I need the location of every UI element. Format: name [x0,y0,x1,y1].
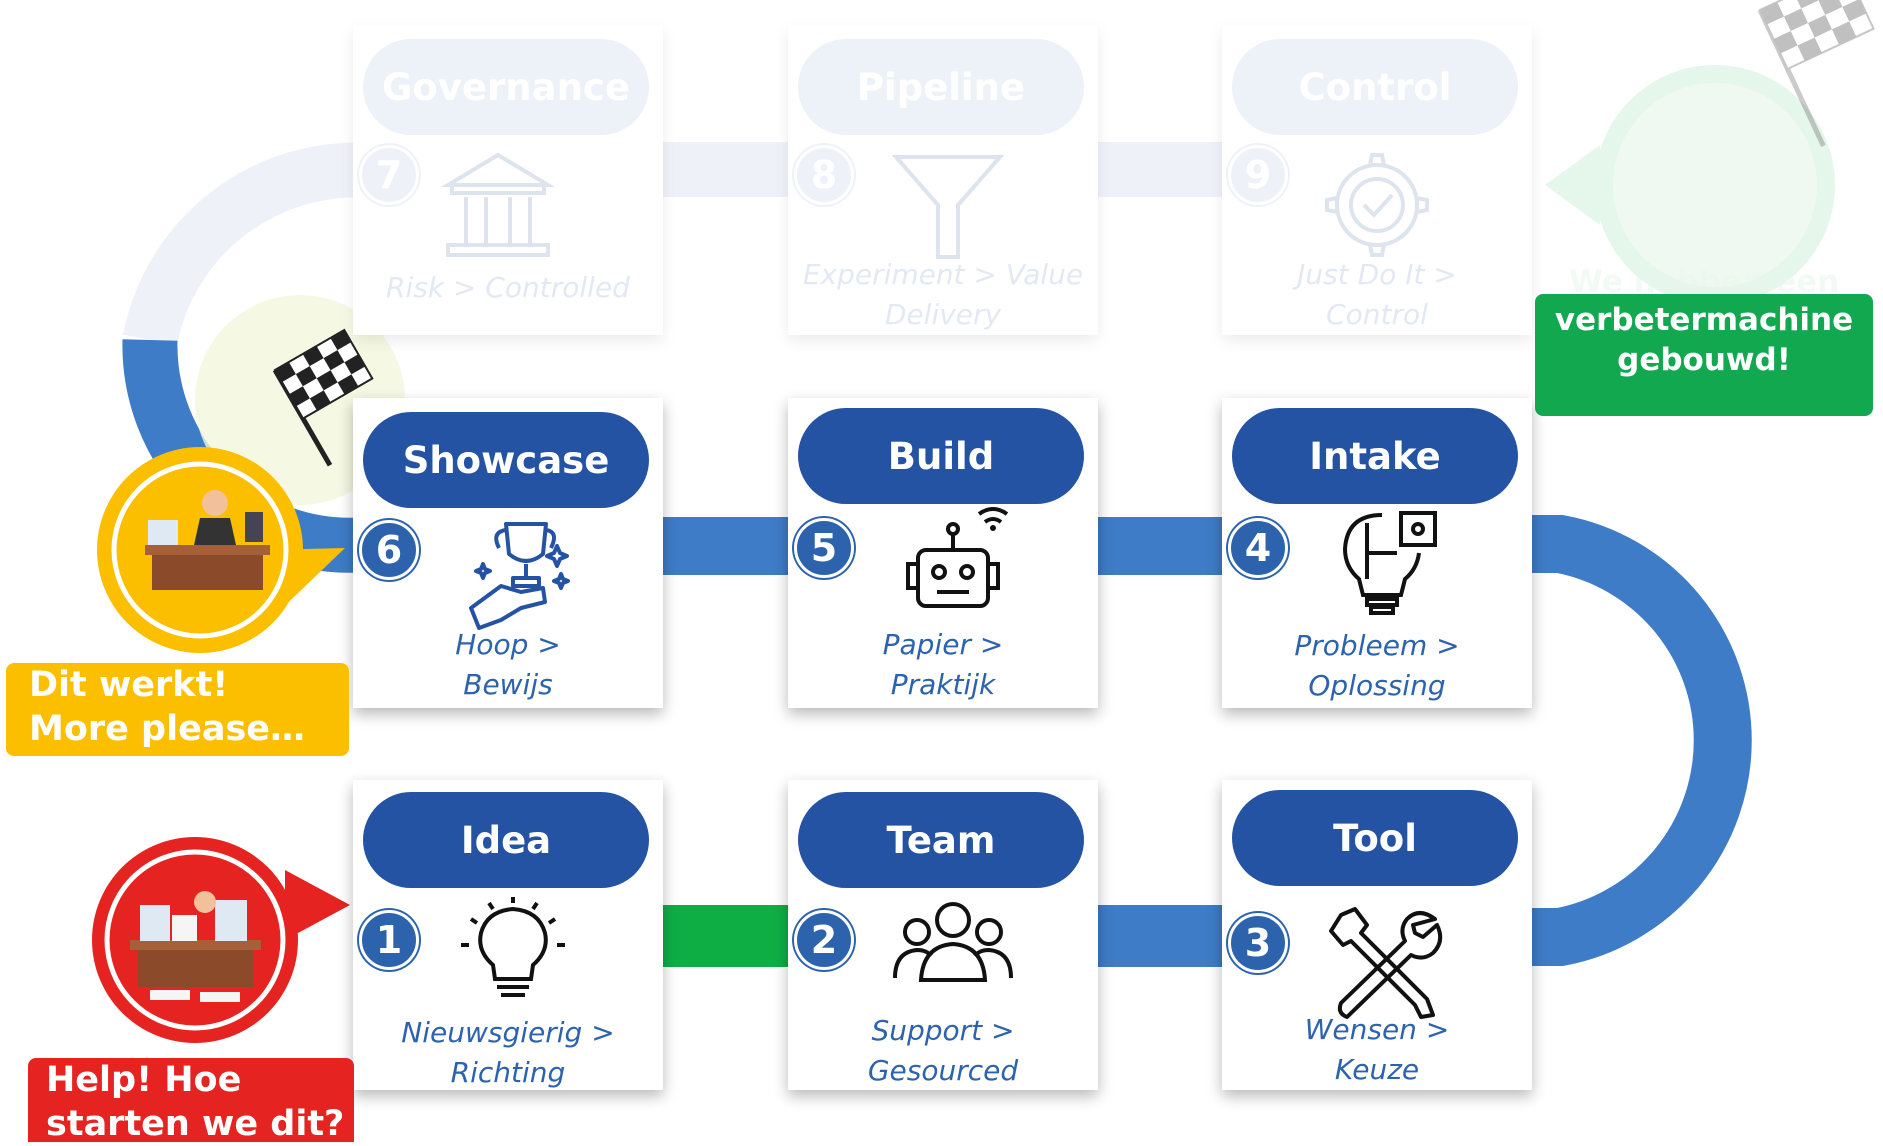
step-title: Showcase [363,412,649,508]
overwhelmed-desk-icon [130,891,261,1002]
step-card-team: Team 2 Support > Gesourced [788,780,1098,1090]
step-subtitle-line1: Wensen > [1304,1013,1450,1046]
step-subtitle-line1: Nieuwsgierig > [401,1016,615,1049]
step-subtitle-line2: Gesourced [867,1054,1019,1087]
step-title: Intake [1232,408,1518,504]
start-marker [92,837,350,1043]
tools-icon [1329,907,1443,1019]
step-subtitle-line1: Probleem > [1294,629,1460,662]
connector-1-2 [663,905,788,967]
callout-machine: We hebben een verbetermachine gebouwd! [1535,264,1873,416]
institution-icon [440,152,556,257]
step-title: Tool [1232,790,1518,886]
callout-line3: gebouwd! [1617,342,1791,378]
step-card-showcase: Showcase 6 Hoop > Bewijs [353,398,663,708]
step-card-intake: Intake 4 Probleem > Oplossing [1222,398,1532,708]
step-title: Idea [363,792,649,888]
step-subtitle-line1: Just Do It > [1297,258,1457,291]
connector-6-5 [663,517,788,575]
finish-marker [1545,65,1835,305]
puzzle-bulb-icon [1342,511,1437,615]
robot-icon [906,507,1009,608]
step-number: 4 [1228,518,1288,578]
step-number: 7 [359,145,419,205]
success-marker [97,447,345,653]
step-card-governance: Governance 7 Risk > Controlled [353,25,663,335]
step-title: Pipeline [798,39,1084,135]
step-subtitle-line2: Richting [450,1056,566,1089]
lightbulb-icon [461,897,565,997]
connector-2-3 [1097,905,1222,967]
faded-left-arc [123,142,361,346]
step-number: 8 [794,145,854,205]
step-subtitle-line2: Keuze [1334,1053,1420,1086]
gear-check-icon [1325,153,1429,257]
callout-line1: Help! Hoe [46,1060,242,1100]
step-subtitle-line2: Oplossing [1308,669,1446,702]
step-title: Control [1232,39,1518,135]
step-card-idea: Idea 1 Nieuwsgierig > Richting [353,780,663,1090]
step-number: 2 [794,910,854,970]
step-title: Governance [363,39,649,135]
checkered-flag-icon [272,328,374,467]
callout-line2: More please… [29,709,306,749]
callout-line1: Dit werkt! [29,665,229,705]
step-card-tool: Tool 3 Wensen > Keuze [1222,780,1532,1090]
businessman-desk-icon [145,490,270,590]
step-subtitle-line2: Praktijk [890,668,996,701]
step-number: 6 [359,520,419,580]
funnel-icon [891,155,1005,259]
step-title: Build [798,408,1084,504]
step-number: 1 [359,910,419,970]
connector-5-4 [1097,517,1222,575]
callout-line1: We hebben een [1568,264,1840,300]
callout-line2: starten we dit? [46,1104,345,1144]
step-subtitle-line1: Experiment > Value [802,258,1084,291]
callout-help: Help! Hoe starten we dit? [28,1058,354,1144]
step-title: Team [798,792,1084,888]
step-number: 3 [1228,913,1288,973]
step-subtitle-line2: Delivery [884,298,1002,331]
step-subtitle-line2: Bewijs [463,668,553,701]
right-u-turn [1530,515,1752,966]
step-card-build: Build 5 Papier > Praktijk [788,398,1098,708]
finish-flag-icon [1757,0,1875,148]
trophy-icon [469,522,570,630]
step-subtitle-line1: Support > [871,1014,1015,1047]
people-icon [893,902,1013,982]
step-card-control: Control 9 Just Do It > Control [1222,25,1532,335]
step-number: 9 [1228,145,1288,205]
callout-line2: verbetermachine [1554,302,1854,338]
step-subtitle-line2: Control [1326,298,1428,331]
connector-7-8 [663,142,788,197]
step-number: 5 [794,518,854,578]
connector-8-9 [1097,142,1222,197]
step-card-pipeline: Pipeline 8 Experiment > Value Delivery [788,25,1098,335]
step-subtitle-line1: Risk > Controlled [386,271,630,304]
step-subtitle-line1: Papier > [882,628,1004,661]
callout-works: Dit werkt! More please… [6,663,349,756]
step-subtitle-line1: Hoop > [455,628,561,661]
